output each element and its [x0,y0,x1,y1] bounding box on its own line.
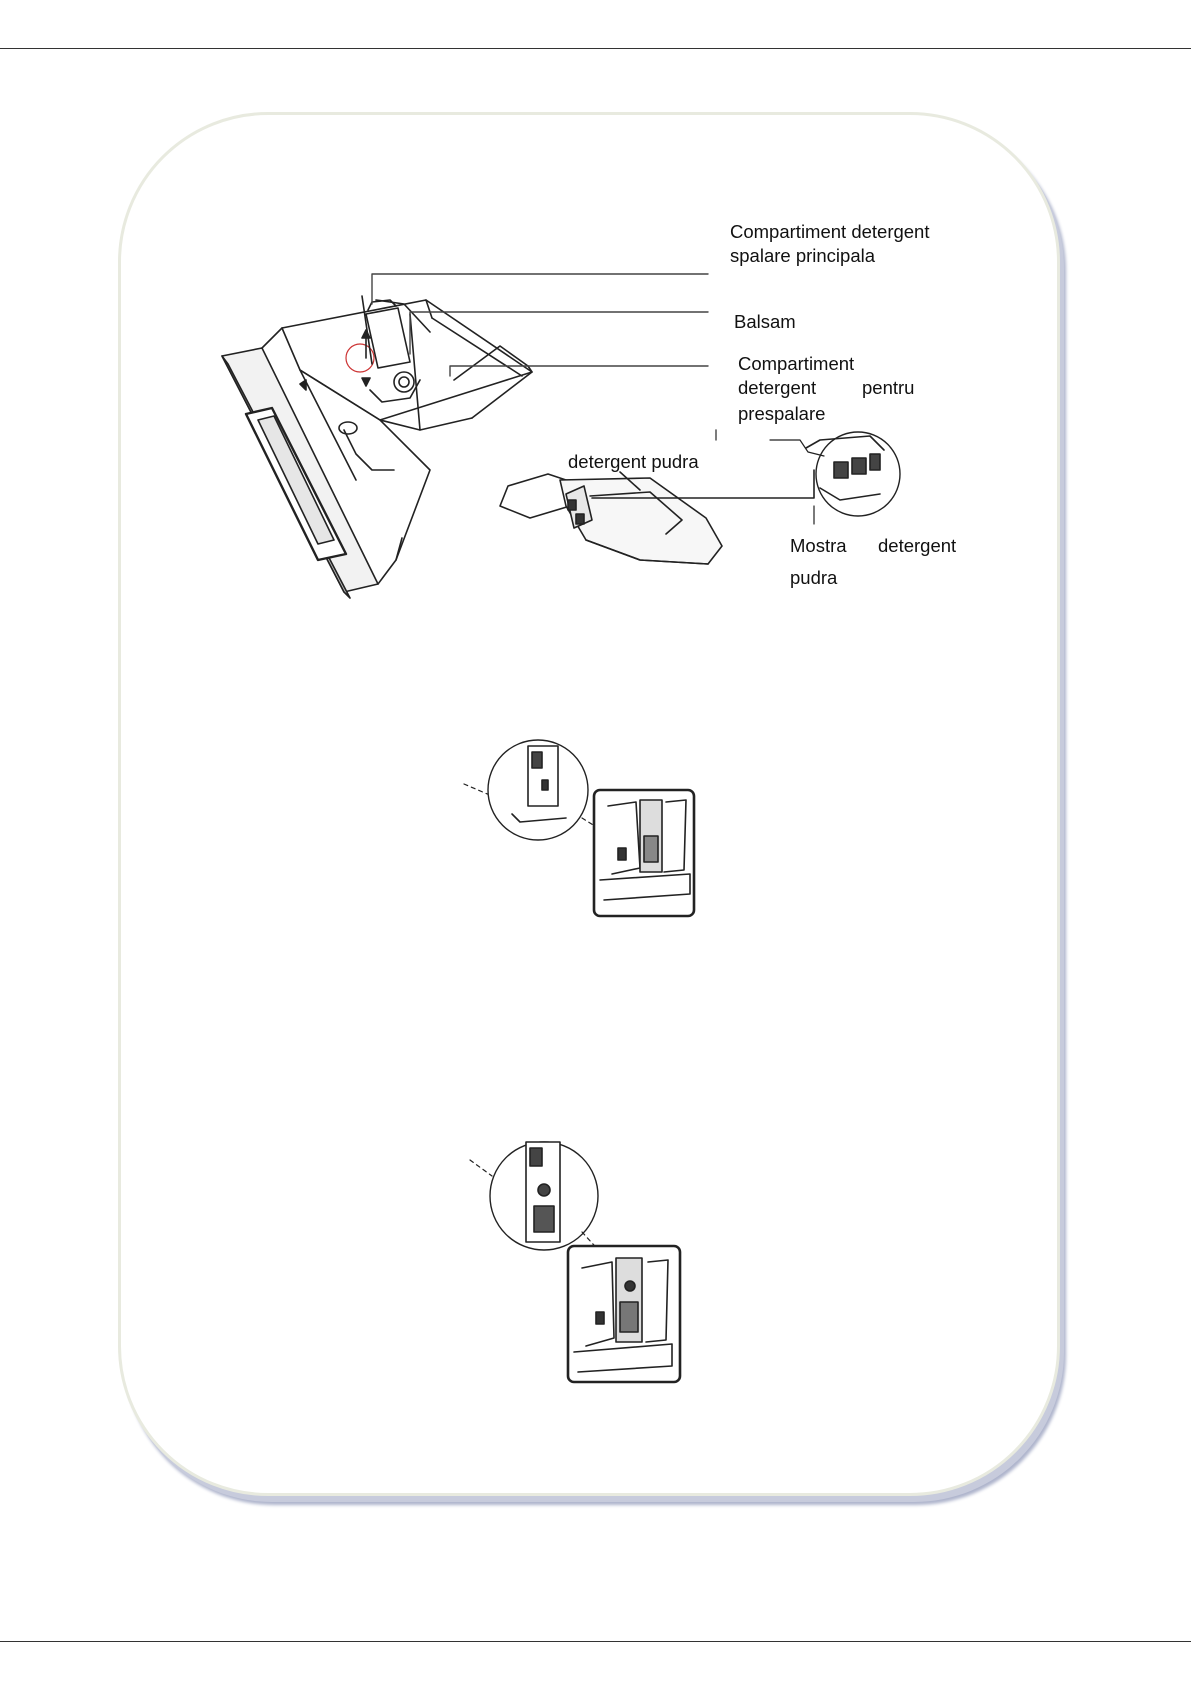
detergent-drawer-illustration [222,296,532,598]
sample-zoom-detail [770,432,900,524]
label-main-wash-line2: spalare principala [730,244,875,268]
insert-sample-step1 [464,740,694,916]
label-softener: Balsam [734,310,796,334]
label-sample-line1b: detergent [878,534,956,558]
insert-sample-step2 [470,1142,680,1382]
label-sample-line1a: Mostra [790,534,847,558]
powder-sample-illustration [500,470,814,564]
label-main-wash-line1: Compartiment detergent [730,220,930,244]
label-prewash-line1: Compartiment [738,352,854,376]
leader-lines [372,274,716,440]
label-sample-line2: pudra [790,566,837,590]
label-powder: detergent pudra [568,450,699,474]
label-prewash-line2a: detergent [738,376,816,400]
label-prewash-line3: prespalare [738,402,825,426]
label-prewash-line2b: pentru [862,376,914,400]
